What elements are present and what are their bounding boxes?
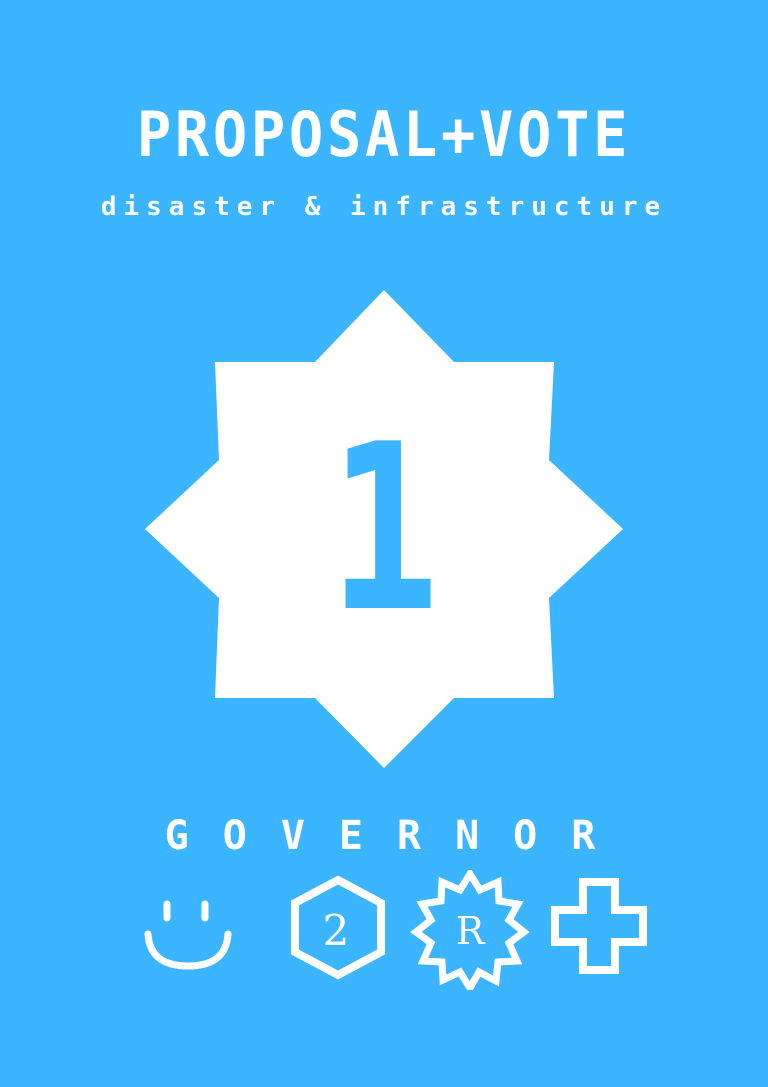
smiley-icon: [130, 870, 250, 990]
hexagon-number-icon: 2: [278, 870, 398, 990]
starburst-label: R: [456, 909, 486, 953]
plus-cross-icon: [542, 870, 662, 990]
poster-subtitle: disaster & infrastructure: [100, 192, 668, 222]
eight-point-star-emblem: 1: [145, 290, 623, 768]
hexagon-label: 2: [323, 906, 350, 955]
star-shape: [145, 290, 623, 768]
emblem-number: 1: [329, 396, 440, 663]
role-label: GOVERNOR: [164, 813, 630, 859]
starburst-badge-icon: R: [410, 870, 530, 990]
icon-row: 2 R: [130, 870, 660, 990]
poster-title: PROPOSAL+VOTE: [136, 98, 632, 171]
